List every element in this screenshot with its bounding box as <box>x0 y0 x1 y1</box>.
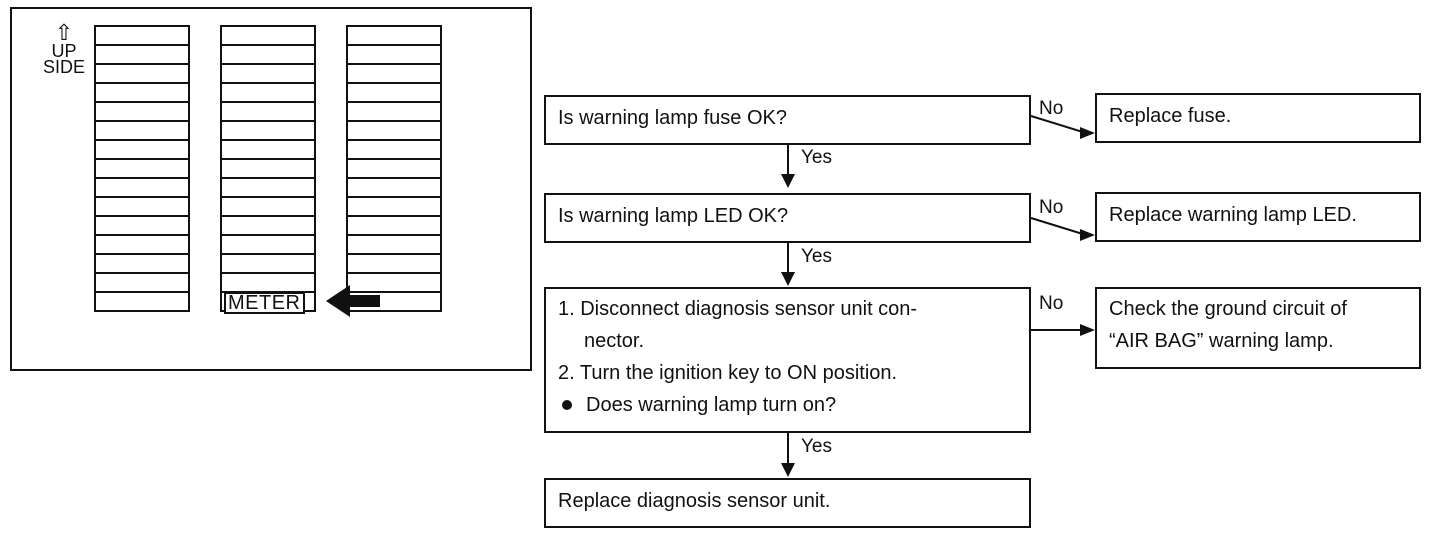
arrow-head-no-1 <box>1080 127 1095 139</box>
arrow-head-yes-3 <box>781 463 795 477</box>
action-check-ground-line1: Check the ground circuit of <box>1109 298 1347 320</box>
procedure-question: Does warning lamp turn on? <box>558 389 1017 421</box>
question-led-text: Is warning lamp LED OK? <box>558 205 789 227</box>
fuse-panel: ⇧ UP SIDE METER <box>10 7 532 371</box>
fuse-column-3 <box>346 25 442 312</box>
arrow-head-no-2 <box>1080 229 1095 241</box>
procedure-step-1: 1. Disconnect diagnosis sensor unit con- <box>558 298 918 320</box>
fuse-slot <box>94 291 190 312</box>
yes-label-2: Yes <box>801 246 832 267</box>
no-label-1: No <box>1039 98 1064 119</box>
action-check-ground-box: Check the ground circuit of “AIR BAG” wa… <box>1095 287 1421 369</box>
procedure-box: 1. Disconnect diagnosis sensor unit con-… <box>544 287 1031 433</box>
side-label: SIDE <box>42 57 85 77</box>
procedure-question-text: Does warning lamp turn on? <box>586 394 837 416</box>
procedure-step-1-cont: nector. <box>584 330 645 352</box>
action-replace-fuse-box: Replace fuse. <box>1095 93 1421 143</box>
meter-label: METER <box>224 292 305 314</box>
up-side-indicator: ⇧ UP SIDE <box>34 20 94 77</box>
procedure-step-2: 2. Turn the ignition key to ON position. <box>558 362 898 384</box>
arrow-head-yes-1 <box>781 174 795 188</box>
up-label: UP <box>51 41 77 61</box>
arrow-head-no-3 <box>1080 324 1095 336</box>
action-replace-led-box: Replace warning lamp LED. <box>1095 192 1421 242</box>
question-fuse-text: Is warning lamp fuse OK? <box>558 107 787 129</box>
yes-label-3: Yes <box>801 436 832 457</box>
bullet-icon <box>562 399 572 410</box>
final-replace-sensor-box: Replace diagnosis sensor unit. <box>544 478 1031 528</box>
yes-label-1: Yes <box>801 147 832 168</box>
action-replace-led-text: Replace warning lamp LED. <box>1109 204 1357 226</box>
final-replace-sensor-text: Replace diagnosis sensor unit. <box>558 490 831 512</box>
question-led-box: Is warning lamp LED OK? <box>544 193 1031 243</box>
no-label-3: No <box>1039 293 1064 314</box>
question-fuse-box: Is warning lamp fuse OK? <box>544 95 1031 145</box>
action-replace-fuse-text: Replace fuse. <box>1109 105 1232 127</box>
pointer-arrow-icon <box>326 285 380 317</box>
up-arrow-icon: ⇧ <box>54 20 74 45</box>
action-check-ground-line2: “AIR BAG” warning lamp. <box>1109 330 1334 352</box>
no-label-2: No <box>1039 197 1064 218</box>
arrow-head-yes-2 <box>781 272 795 286</box>
fuse-column-1 <box>94 25 190 312</box>
